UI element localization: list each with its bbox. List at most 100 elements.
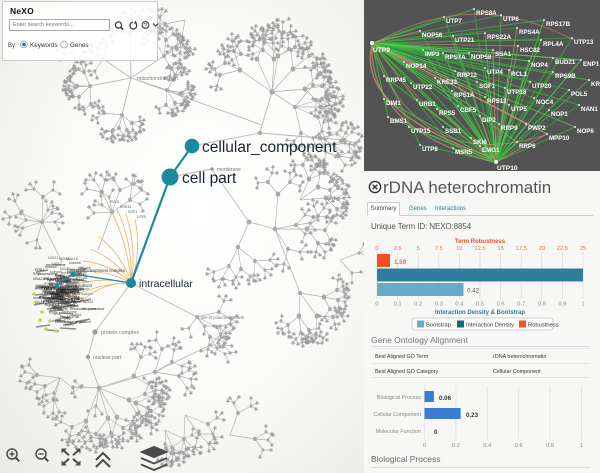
svg-text:NOP58: NOP58 bbox=[57, 287, 69, 291]
svg-text:RPS1A: RPS1A bbox=[454, 92, 475, 99]
svg-text:RRP9: RRP9 bbox=[501, 125, 518, 132]
svg-text:RCL1: RCL1 bbox=[511, 71, 528, 78]
svg-text:0.5: 0.5 bbox=[476, 302, 484, 308]
svg-text:subunit: subunit bbox=[69, 261, 81, 265]
svg-text:1: 1 bbox=[580, 443, 583, 449]
svg-text:1: 1 bbox=[581, 302, 584, 308]
svg-text:ribosome subunit: ribosome subunit bbox=[60, 283, 93, 288]
svg-text:0.6: 0.6 bbox=[497, 302, 505, 308]
svg-text:RIX1: RIX1 bbox=[49, 311, 57, 315]
svg-text:0: 0 bbox=[423, 443, 426, 449]
svg-text:UTP20: UTP20 bbox=[532, 83, 552, 90]
svg-text:RRP9: RRP9 bbox=[74, 297, 84, 301]
svg-text:NOG1: NOG1 bbox=[48, 256, 58, 260]
svg-text:processome: processome bbox=[60, 297, 80, 301]
svg-text:Genes: Genes bbox=[70, 42, 89, 49]
svg-text:17.5: 17.5 bbox=[516, 246, 527, 252]
svg-text:RLP24: RLP24 bbox=[60, 290, 71, 294]
svg-text:RPL4A: RPL4A bbox=[53, 290, 65, 294]
svg-text:EBP2: EBP2 bbox=[66, 300, 75, 304]
svg-text:BRX1: BRX1 bbox=[35, 301, 44, 305]
svg-text:RPL4A: RPL4A bbox=[543, 41, 564, 48]
svg-text:IPI3: IPI3 bbox=[64, 317, 70, 321]
svg-text:precursor: precursor bbox=[70, 268, 86, 272]
svg-text:YTM1: YTM1 bbox=[57, 288, 67, 292]
svg-text:ribosome: ribosome bbox=[82, 307, 97, 311]
svg-text:RPS1A: RPS1A bbox=[50, 307, 62, 311]
svg-text:RPL4A: RPL4A bbox=[42, 290, 54, 294]
svg-text:0.2: 0.2 bbox=[452, 443, 460, 449]
svg-text:90S pre: 90S pre bbox=[56, 291, 69, 295]
svg-text:0.4: 0.4 bbox=[483, 443, 492, 449]
svg-text:NOP6: NOP6 bbox=[577, 128, 594, 135]
svg-text:NOC4: NOC4 bbox=[536, 99, 554, 106]
svg-text:POL5: POL5 bbox=[571, 91, 588, 98]
svg-text:7.5: 7.5 bbox=[435, 246, 443, 252]
svg-text:0.3: 0.3 bbox=[435, 302, 443, 308]
svg-text:ENP1: ENP1 bbox=[583, 61, 600, 68]
svg-text:TIF6: TIF6 bbox=[60, 288, 67, 292]
svg-text:UTP8: UTP8 bbox=[422, 146, 438, 153]
svg-text:BRX1: BRX1 bbox=[45, 303, 54, 307]
svg-text:RRP9: RRP9 bbox=[57, 291, 67, 295]
svg-text:RPS7A: RPS7A bbox=[445, 54, 466, 61]
svg-text:NOP1: NOP1 bbox=[551, 111, 568, 118]
svg-text:NOP58: NOP58 bbox=[65, 301, 77, 305]
svg-text:Cellular Component: Cellular Component bbox=[373, 412, 421, 418]
svg-text:UTP5: UTP5 bbox=[511, 106, 527, 113]
svg-text:RPS1A: RPS1A bbox=[65, 285, 77, 289]
svg-text:small subunit: small subunit bbox=[72, 292, 93, 296]
svg-text:precursor: precursor bbox=[56, 288, 72, 292]
svg-text:5: 5 bbox=[417, 246, 420, 252]
svg-text:KRE33: KRE33 bbox=[120, 205, 131, 209]
svg-text:ribosome: ribosome bbox=[62, 310, 77, 314]
svg-text:Robustness: Robustness bbox=[528, 323, 559, 329]
svg-text:SOF1: SOF1 bbox=[128, 210, 137, 214]
svg-text:RRP12: RRP12 bbox=[457, 72, 478, 79]
svg-text:UTP13: UTP13 bbox=[574, 39, 594, 46]
svg-text:0.4: 0.4 bbox=[455, 302, 464, 308]
svg-text:NOG1: NOG1 bbox=[52, 305, 62, 309]
svg-text:MPP10: MPP10 bbox=[549, 135, 570, 142]
svg-text:0: 0 bbox=[434, 429, 438, 436]
svg-text:protein complex: protein complex bbox=[101, 330, 139, 336]
svg-text:rRNA: rRNA bbox=[70, 304, 79, 308]
svg-text:NOP4: NOP4 bbox=[531, 62, 548, 69]
svg-text:Interaction Density: Interaction Density bbox=[466, 323, 514, 329]
svg-text:RLP24: RLP24 bbox=[65, 292, 76, 296]
svg-text:BRX1: BRX1 bbox=[49, 282, 58, 286]
svg-text:90S pre: 90S pre bbox=[45, 290, 58, 294]
svg-text:SKI6: SKI6 bbox=[473, 139, 487, 146]
svg-text:RPS1A: RPS1A bbox=[58, 290, 70, 294]
svg-text:CBF5: CBF5 bbox=[460, 107, 477, 114]
svg-text:SSF1: SSF1 bbox=[56, 288, 65, 292]
svg-text:1.59: 1.59 bbox=[394, 259, 407, 266]
svg-text:EMG1: EMG1 bbox=[482, 147, 500, 154]
svg-text:Keywords: Keywords bbox=[30, 42, 58, 49]
svg-text:HSC82: HSC82 bbox=[520, 47, 541, 54]
svg-text:processome: processome bbox=[46, 263, 66, 267]
svg-text:Molecular Function: Molecular Function bbox=[375, 429, 421, 435]
svg-text:0.2: 0.2 bbox=[414, 302, 422, 308]
svg-text:UTP22: UTP22 bbox=[69, 297, 80, 301]
svg-text:0.42: 0.42 bbox=[467, 288, 480, 295]
svg-text:precursor: precursor bbox=[55, 293, 71, 297]
svg-text:RPF2: RPF2 bbox=[56, 299, 65, 303]
svg-text:SSB1: SSB1 bbox=[445, 128, 462, 135]
svg-text:0.06: 0.06 bbox=[439, 395, 452, 402]
svg-text:intracellular: intracellular bbox=[139, 278, 193, 290]
svg-text:ribosome precursor: ribosome precursor bbox=[70, 306, 105, 311]
svg-text:cell part: cell part bbox=[182, 170, 237, 187]
svg-text:Bootstrap: Bootstrap bbox=[426, 323, 451, 329]
svg-text:NOG1: NOG1 bbox=[60, 267, 70, 271]
svg-text:cellular_component: cellular_component bbox=[202, 139, 337, 156]
svg-text:2.5: 2.5 bbox=[394, 246, 402, 252]
svg-text:RPL4A: RPL4A bbox=[68, 285, 80, 289]
svg-text:NOG1: NOG1 bbox=[55, 320, 65, 324]
svg-text:EBP2: EBP2 bbox=[72, 271, 81, 275]
svg-text:RPS8A: RPS8A bbox=[476, 10, 497, 17]
svg-text:0.23: 0.23 bbox=[466, 412, 479, 419]
svg-text:RIX1: RIX1 bbox=[67, 305, 75, 309]
svg-text:BRX1: BRX1 bbox=[43, 289, 52, 293]
svg-text:mitochondrial part: mitochondrial part bbox=[137, 76, 179, 82]
